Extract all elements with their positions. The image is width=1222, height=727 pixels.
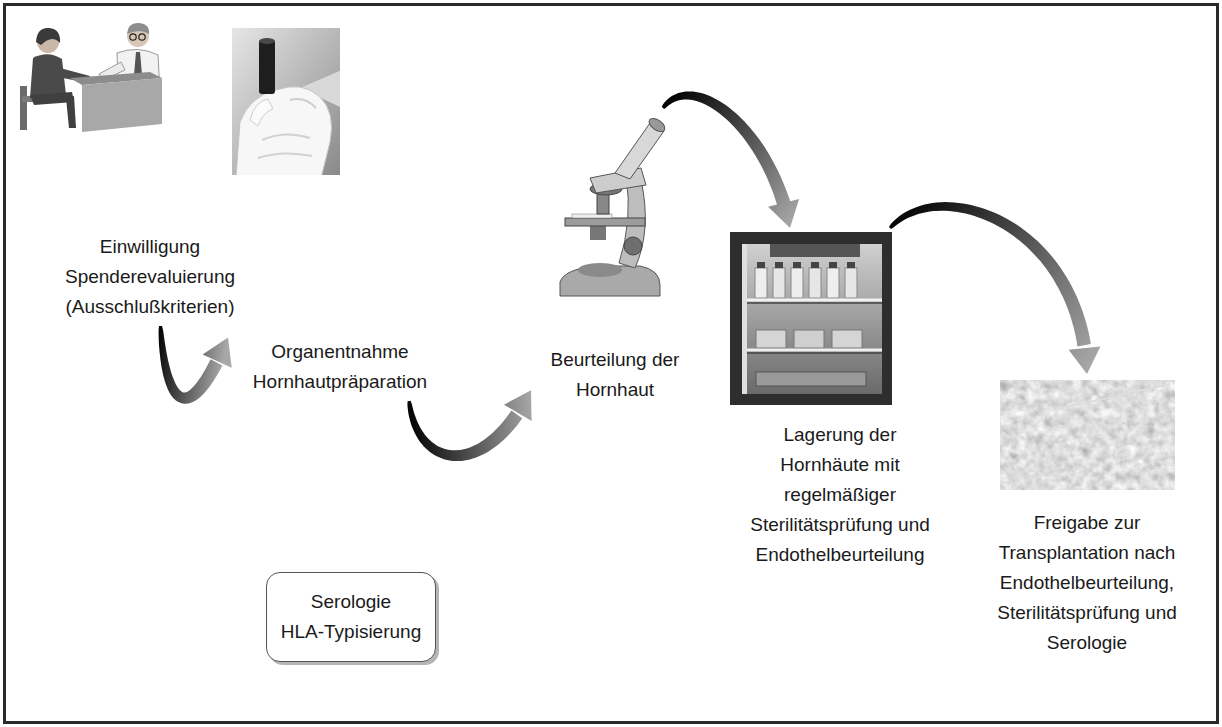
incubator-photo-part [742,244,747,394]
consultation-illustration-part [82,78,162,132]
picture-space [535,112,695,345]
preparation-photo-part [262,134,310,140]
incubator-photo-part [845,268,857,298]
incubator-photo-part [793,262,801,268]
arrow-body [407,401,522,461]
preparation-photo-part [258,153,312,158]
incubator-photo-part [757,262,765,268]
curved-arrow [662,91,799,228]
endothelium-image [1000,380,1175,490]
picture-space [232,25,448,337]
preparation-photo-part [259,40,275,94]
arrow-head [1069,347,1101,374]
microscope-illustration-part [572,214,612,218]
incubator-photo-part [742,349,882,352]
consultation-illustration-part [139,34,145,40]
arrow-head [504,390,532,421]
preparation-photo-part [250,99,273,126]
incubator-photo-part [775,262,783,268]
incubator-photo [730,232,892,405]
picture-space [740,232,940,420]
incubator-photo-part [847,262,855,268]
consultation-illustration [20,23,162,132]
endothelium-image-part [1000,380,1175,490]
preparation-photo [232,28,340,175]
box-text: Serologie [281,587,421,617]
incubator-photo-part [794,330,824,348]
incubator-photo-part [756,372,866,386]
consultation-illustration-part [66,96,76,128]
picture-space [982,378,1192,508]
incubator-photo-part [811,262,819,268]
curved-arrow [159,326,232,404]
incubator-photo-part [756,330,786,348]
rounded-box: SerologieHLA-Typisierung [266,572,436,662]
incubator-photo-part [742,352,882,354]
microscope-illustration-part [647,116,667,135]
arrow-body [889,202,1091,346]
picture-space [45,12,255,232]
incubator-photo-part [832,330,862,348]
arrow-head [203,338,232,368]
microscope-illustration-part [578,263,622,277]
incubator-photo-part [742,302,882,304]
microscope-illustration-part [615,123,664,179]
process-step: Lagerung der Hornhäute mit regelmäßiger … [740,232,940,570]
step-caption: Einwilligung Spenderevaluierung (Ausschl… [45,232,255,322]
process-step: Freigabe zur Transplantation nach Endoth… [982,378,1192,658]
microscope-illustration-part [565,218,645,226]
arrow-body [159,326,223,404]
process-step: Organentnahme Hornhautpräparation [232,25,448,397]
process-step: Beurteilung der Hornhaut [535,112,695,405]
step-caption: Lagerung der Hornhäute mit regelmäßiger … [740,420,940,570]
step-caption: Organentnahme Hornhautpräparation [232,337,448,397]
incubator-photo-part [809,268,821,298]
arrow-body [662,91,791,205]
incubator-photo-part [829,262,837,268]
incubator-photo-part [773,268,785,298]
consultation-illustration-part [130,34,136,40]
preparation-photo-part [259,38,275,44]
endothelium-image-part [1000,380,1175,490]
endothelium-image-part [1060,384,1170,408]
process-step: Einwilligung Spenderevaluierung (Ausschl… [45,12,255,322]
step-caption: Freigabe zur Transplantation nach Endoth… [982,508,1192,658]
step-caption: Beurteilung der Hornhaut [535,345,695,405]
curved-arrow [889,202,1101,374]
microscope-illustration-part [590,226,606,240]
curved-arrow [407,390,531,461]
consultation-illustration-part [36,28,60,45]
incubator-photo-part [730,232,892,405]
incubator-photo-part [742,244,882,394]
incubator-photo-part [770,244,860,257]
preparation-photo-part [290,99,316,108]
consultation-illustration-part [20,86,27,130]
incubator-photo-part [827,268,839,298]
microscope-illustration-part [624,237,642,255]
microscope-illustration [560,116,667,296]
incubator-photo-part [755,268,767,298]
incubator-photo-part [791,268,803,298]
arrow-head [768,199,799,228]
preparation-photo-part [236,87,332,175]
box-text: HLA-Typisierung [281,617,421,647]
incubator-photo-part [742,299,882,302]
consultation-illustration-part [127,23,149,34]
